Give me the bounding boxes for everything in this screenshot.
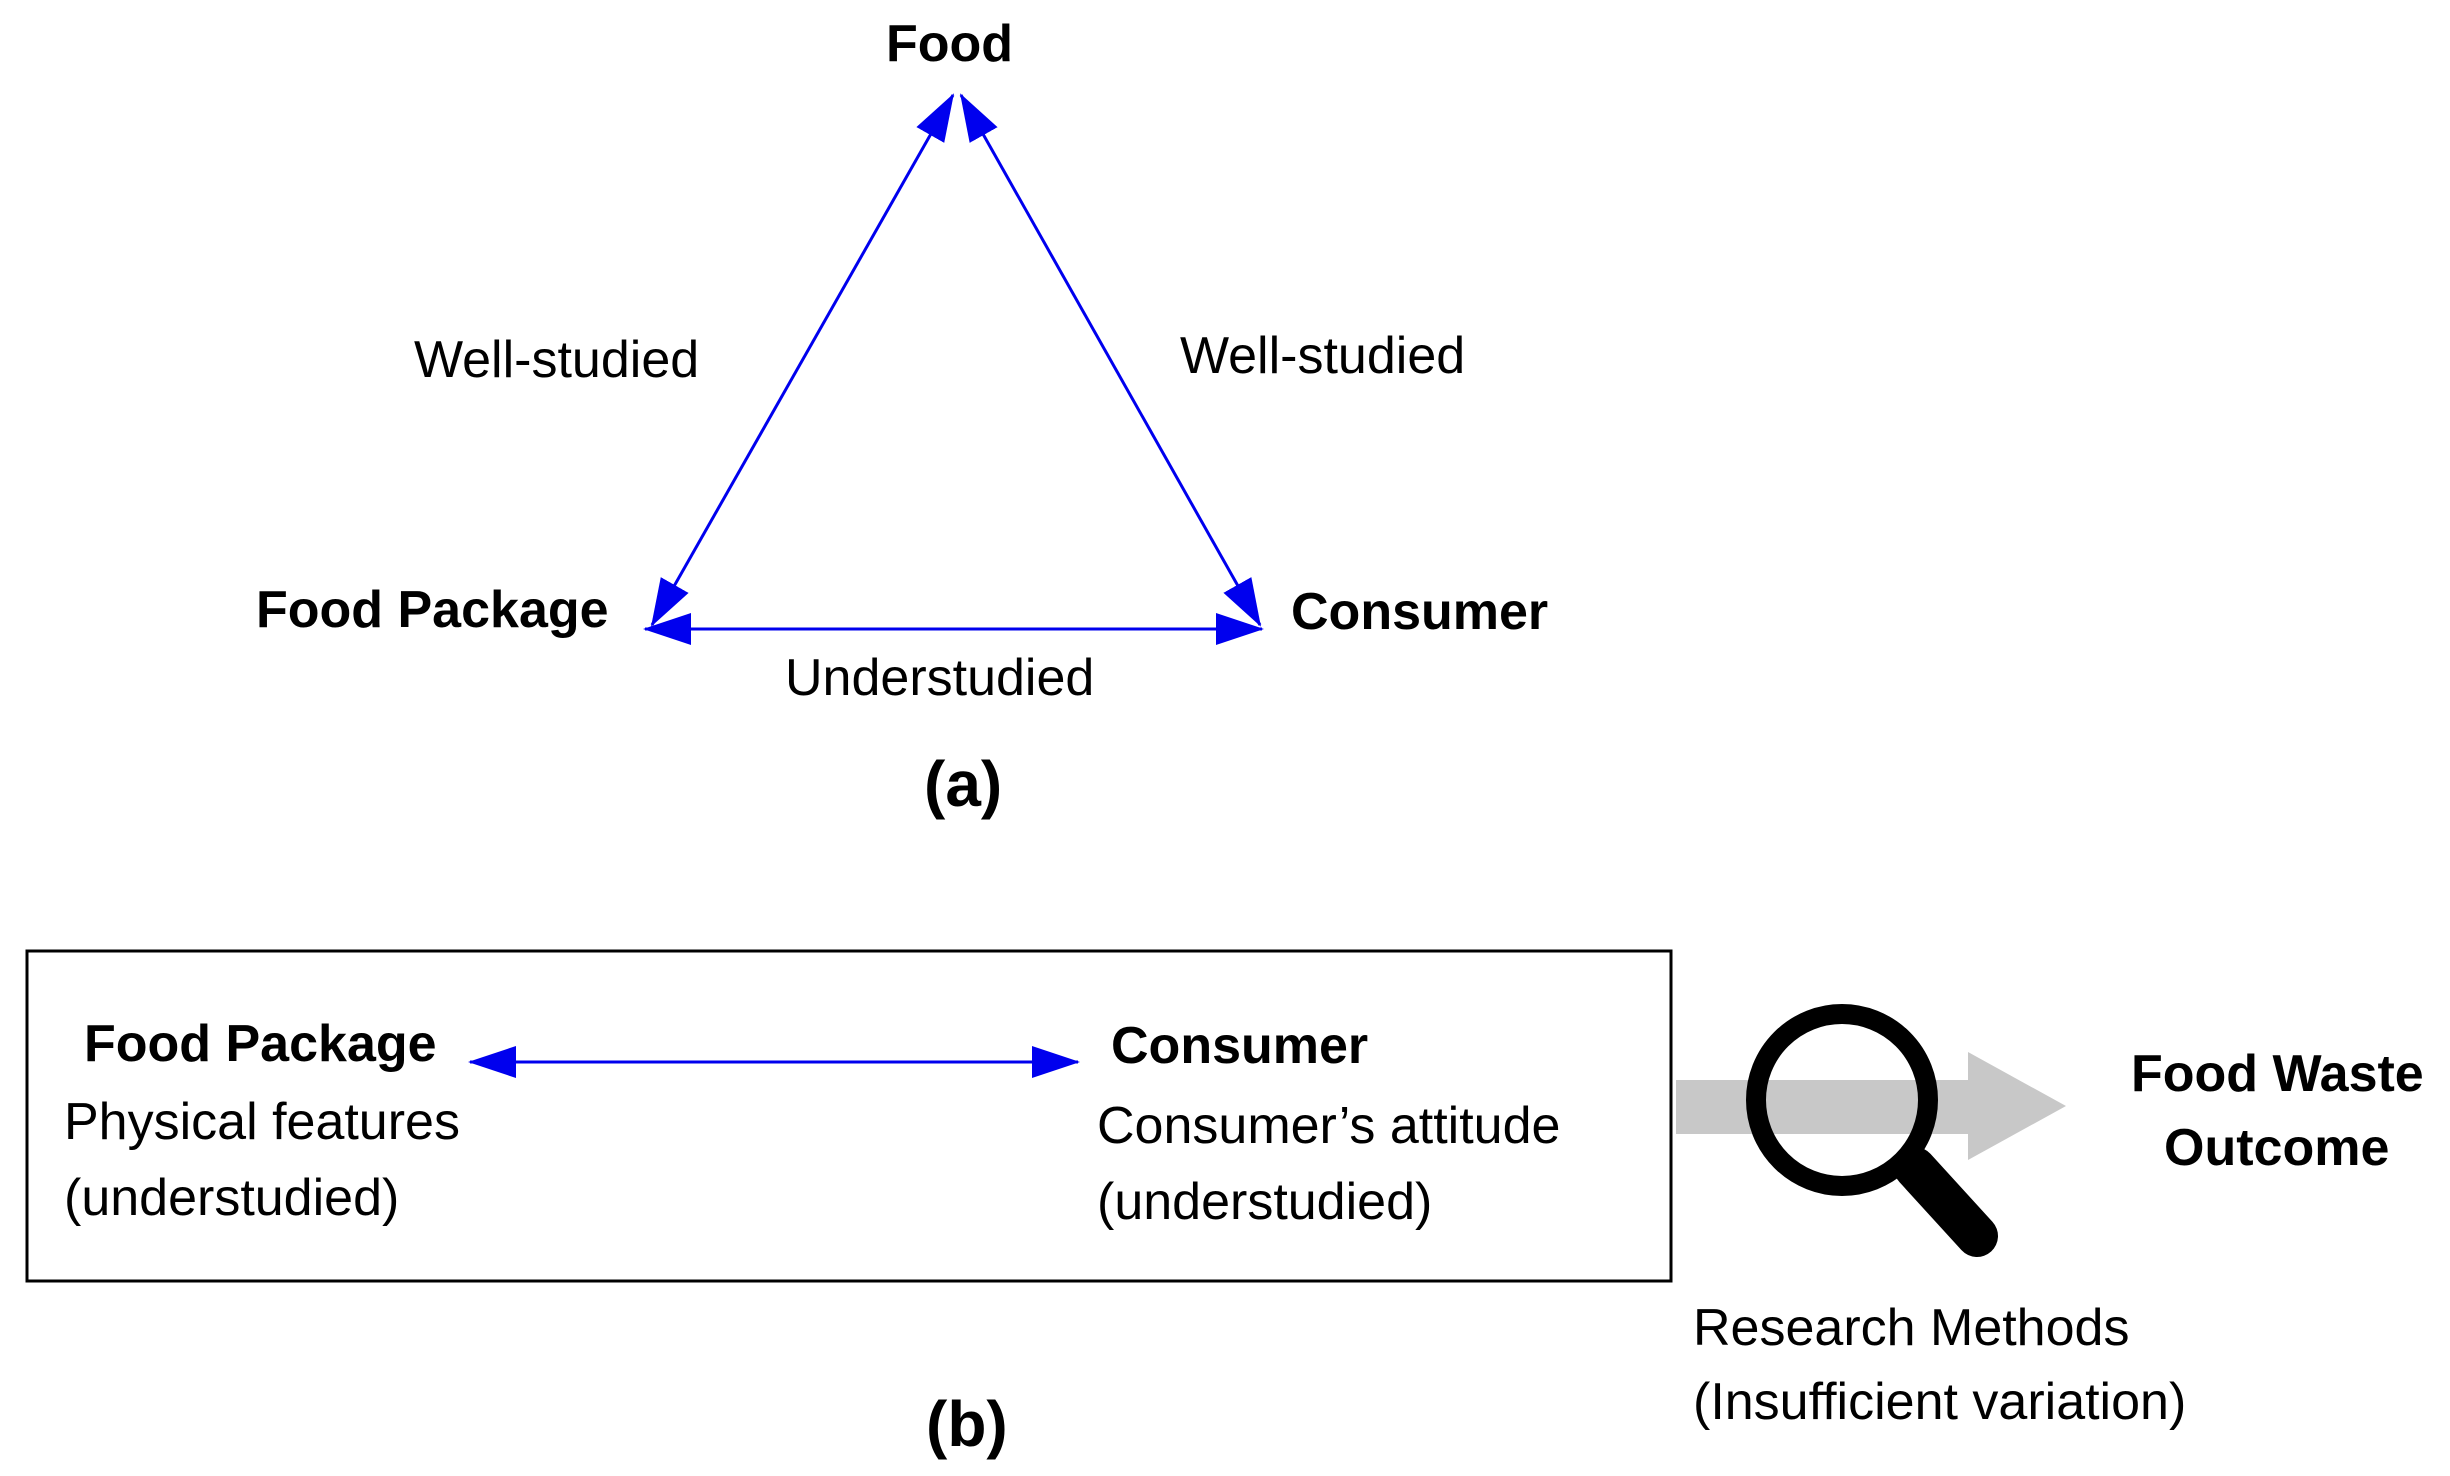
methods-line2: (Insufficient variation) [1693, 1373, 2187, 1431]
edge-food-package-to-food [650, 93, 955, 627]
consumer-line1: Consumer’s attitude [1097, 1097, 1561, 1155]
edge-left-label: Well-studied [414, 331, 700, 389]
panel-a-caption: (a) [924, 748, 1003, 820]
consumer-title: Consumer [1111, 1017, 1369, 1075]
magnifier-icon [1746, 1004, 1998, 1257]
node-food-label: Food [886, 15, 1014, 73]
package-title: Food Package [84, 1015, 437, 1073]
node-food-package-label: Food Package [256, 581, 609, 639]
package-line2: (understudied) [64, 1169, 400, 1227]
outcome-line2: Outcome [2164, 1119, 2390, 1177]
consumer-line2: (understudied) [1097, 1173, 1433, 1231]
edge-bottom-label: Understudied [785, 649, 1095, 707]
panel-b-caption: (b) [926, 1388, 1008, 1460]
node-consumer-label: Consumer [1291, 583, 1549, 641]
grey-arrow [1676, 1052, 2066, 1160]
package-line1: Physical features [64, 1093, 460, 1151]
outcome-line1: Food Waste [2131, 1045, 2424, 1103]
edge-right-label: Well-studied [1180, 327, 1466, 385]
edge-food-to-consumer [959, 93, 1262, 627]
interaction-box [25, 949, 1673, 1283]
methods-line1: Research Methods [1693, 1299, 2130, 1357]
triangle-edges [643, 93, 1264, 645]
